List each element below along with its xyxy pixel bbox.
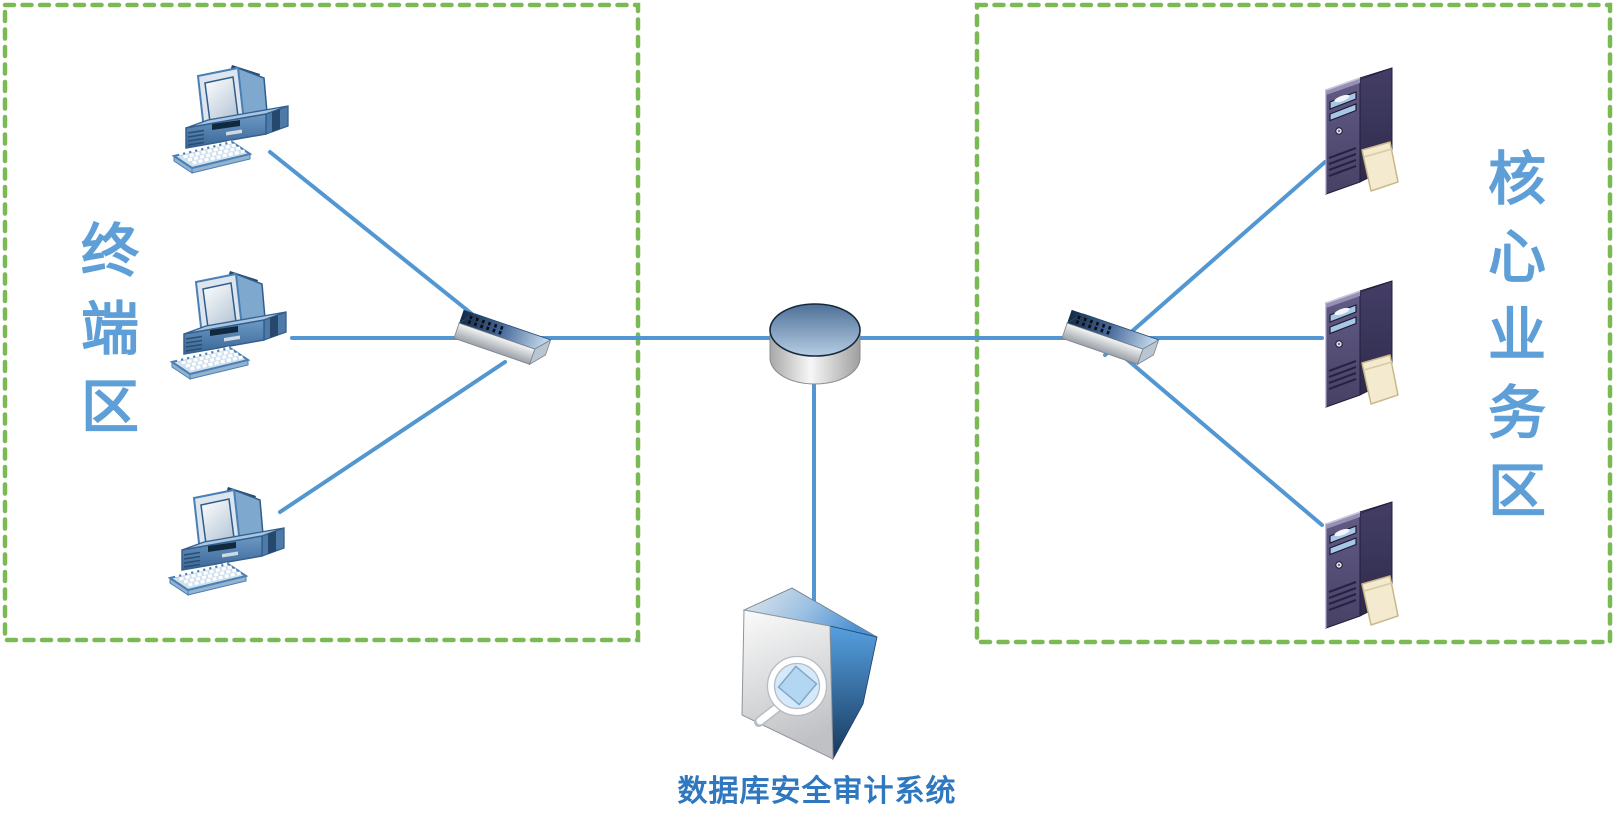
core-business-zone-label-char: 区 (1487, 457, 1546, 525)
switch-core-icon (1061, 299, 1163, 369)
link-switch-core-server1 (1103, 160, 1327, 357)
link-pc1-switch-terminal (268, 150, 484, 324)
desktop-computer-icon-2 (170, 269, 288, 381)
core-business-zone-label-char: 业 (1487, 301, 1546, 369)
core-business-zone-label-char: 心 (1487, 223, 1546, 291)
desktop-computer-icon-3 (168, 485, 286, 597)
terminal-zone-label-char: 端 (80, 295, 139, 363)
server-icon-3 (1325, 501, 1399, 629)
terminal-zone-label-char: 终 (80, 217, 139, 285)
core-business-zone-border (974, 2, 1613, 645)
core-business-zone-label-char: 核 (1487, 145, 1546, 213)
desktop-computer-icon-1 (172, 63, 290, 175)
core-business-zone-label-char: 务 (1487, 379, 1546, 447)
terminal-zone-border (2, 2, 641, 643)
link-switch-core-server3 (1108, 343, 1324, 527)
server-icon-1 (1325, 67, 1399, 195)
audit-system-caption: 数据库安全审计系统 (677, 774, 957, 809)
link-pc3-switch-terminal (278, 360, 507, 514)
switch-terminal-icon (453, 299, 555, 369)
terminal-zone-label: 终 端 区 (79, 220, 141, 454)
router-icon (755, 268, 860, 385)
terminal-zone-label-char: 区 (80, 373, 139, 441)
audit-system-icon (742, 588, 877, 759)
network-links (268, 150, 1327, 622)
server-icon-2 (1325, 280, 1399, 408)
core-business-zone-label: 核 心 业 务 区 (1486, 148, 1548, 538)
